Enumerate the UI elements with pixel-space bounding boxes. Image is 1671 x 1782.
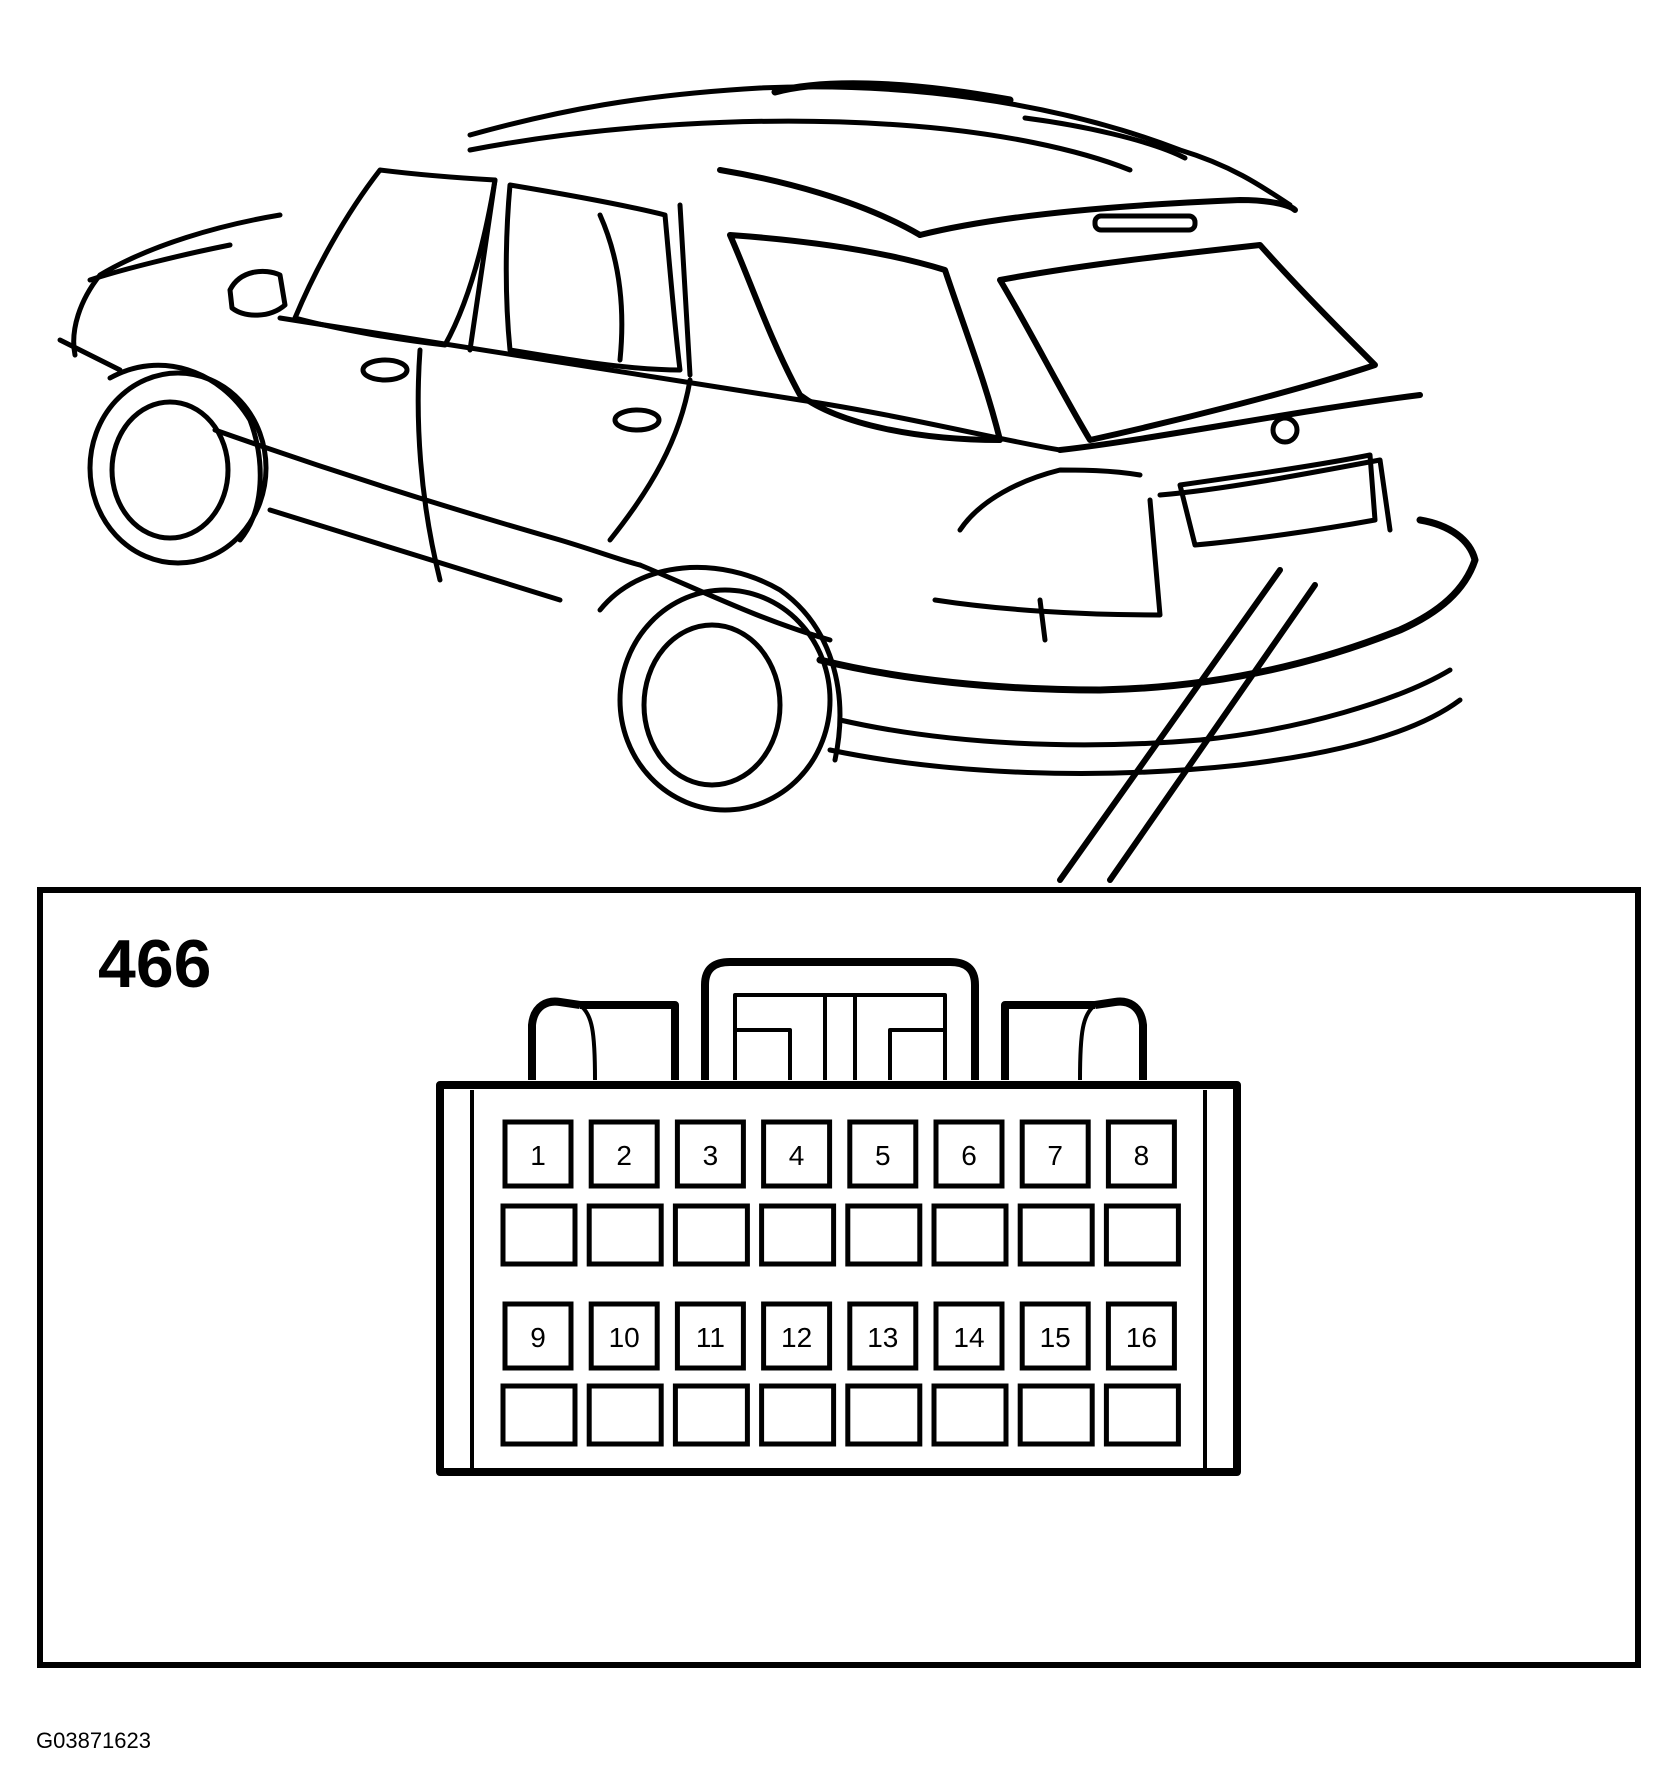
connector-detail-box	[37, 887, 1641, 1668]
pin-cavity	[586, 1203, 664, 1267]
pin-label-box	[933, 1301, 1005, 1371]
pin-number: 1	[530, 1140, 546, 1171]
pin-number: 8	[1134, 1140, 1150, 1171]
pin-label-box	[1105, 1301, 1177, 1371]
pin-cavity	[931, 1203, 1009, 1267]
pin-number: 9	[530, 1322, 546, 1353]
pin-label-box	[1019, 1119, 1091, 1189]
pin-number: 10	[609, 1322, 640, 1353]
pin-number: 2	[616, 1140, 632, 1171]
pin-label-box	[847, 1301, 919, 1371]
pin-number: 12	[781, 1322, 812, 1353]
pin-number: 16	[1126, 1322, 1157, 1353]
connector-number: 466	[98, 926, 212, 1002]
pin-cavity	[586, 1383, 664, 1447]
pin-cavity	[931, 1383, 1009, 1447]
pin-label-box	[847, 1119, 919, 1189]
pin-cavity	[1103, 1203, 1181, 1267]
pin-label-box	[674, 1119, 746, 1189]
pin-label-box	[761, 1301, 833, 1371]
pin-cavity	[1017, 1203, 1095, 1267]
pin-number: 3	[703, 1140, 719, 1171]
pin-label-box	[588, 1119, 660, 1189]
pin-label-box	[761, 1119, 833, 1189]
pin-cavity	[845, 1383, 923, 1447]
pin-cavity	[500, 1203, 578, 1267]
pin-number: 6	[961, 1140, 977, 1171]
pin-label-box	[502, 1301, 574, 1371]
pin-cavity	[759, 1383, 837, 1447]
pin-cavity	[759, 1203, 837, 1267]
pin-number: 15	[1040, 1322, 1071, 1353]
figure-code: G03871623	[36, 1728, 151, 1753]
pin-label-box	[1019, 1301, 1091, 1371]
car-illustration	[57, 80, 1479, 883]
pin-cavity	[672, 1203, 750, 1267]
pin-label-box	[1105, 1119, 1177, 1189]
pin-number: 4	[789, 1140, 805, 1171]
pin-label-box	[588, 1301, 660, 1371]
pin-number: 5	[875, 1140, 891, 1171]
pin-label-box	[674, 1301, 746, 1371]
pin-label-box	[502, 1119, 574, 1189]
pin-number: 7	[1047, 1140, 1063, 1171]
pin-cavity	[1103, 1383, 1181, 1447]
pin-cavity	[1017, 1383, 1095, 1447]
pin-cavity	[672, 1383, 750, 1447]
pin-label-box	[933, 1119, 1005, 1189]
pin-cavity	[500, 1383, 578, 1447]
pin-cavity	[845, 1203, 923, 1267]
connector-466	[436, 958, 1241, 1476]
pin-number: 14	[953, 1322, 984, 1353]
pin-number: 13	[867, 1322, 898, 1353]
pin-number: 11	[696, 1322, 725, 1353]
